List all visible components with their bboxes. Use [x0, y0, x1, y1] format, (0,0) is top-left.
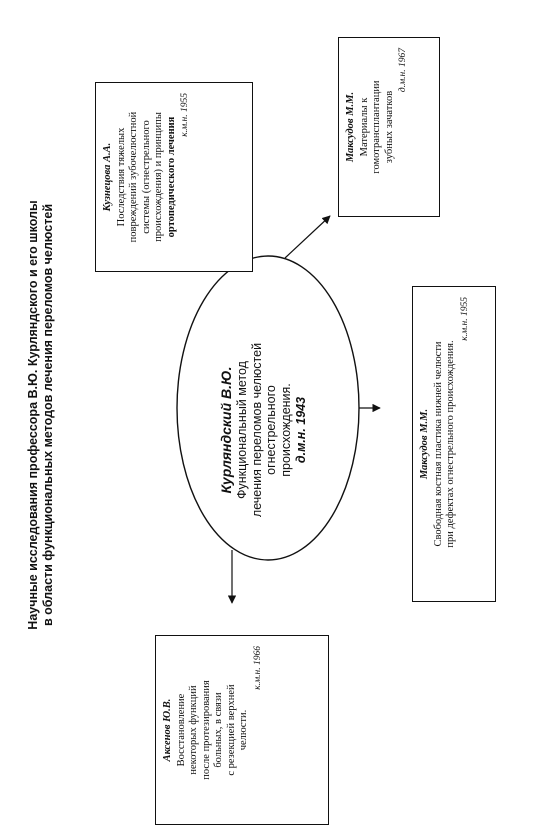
- box-aksenov-line-6: челюсти.: [238, 709, 249, 751]
- page-title-line-1: Научные исследования профессора В.Ю. Кур…: [26, 200, 40, 630]
- box-aksenov-line-4: больных, в связи: [213, 692, 224, 768]
- center-line-4: происхождения.: [278, 383, 293, 477]
- box-maksudov-transplant-author: Максудов М.М.: [345, 91, 356, 163]
- box-aksenov: Аксенов Ю.В. Восстановление некоторых фу…: [155, 635, 329, 825]
- arrow-to-maksudov-transplant: [284, 215, 331, 259]
- box-kuznetsova-line-5: ортопедического лечения: [165, 116, 177, 238]
- center-node: Курляндский В.Ю. Функциональный метод ле…: [218, 330, 318, 530]
- box-maksudov-plastic-author: Максудов М.М.: [419, 408, 430, 480]
- box-aksenov-line-5: с резекцией верхней: [225, 684, 237, 776]
- page-title: Научные исследования профессора В.Ю. Кур…: [26, 180, 60, 650]
- box-kuznetsova-line-4: происхождения) и принципы: [153, 112, 164, 242]
- page-title-line-2: в области функциональных методов лечения…: [41, 203, 55, 627]
- box-kuznetsova-line-1: Последствия тяжелых: [115, 127, 127, 227]
- box-maksudov-plastic: Максудов М.М. Свободная костная пластика…: [412, 286, 496, 602]
- box-maksudov-transplant-line-2: гомотрансплантации: [371, 80, 382, 174]
- center-author: Курляндский В.Ю.: [218, 366, 234, 494]
- box-kuznetsova-degree: к.м.н. 1955: [180, 93, 190, 137]
- center-line-3: огнестрельного: [264, 385, 278, 475]
- box-aksenov-author: Аксенов Ю.В.: [162, 698, 173, 762]
- box-maksudov-plastic-line-2: при дефектах огнестрельного происхождени…: [445, 340, 456, 548]
- box-maksudov-transplant: Максудов М.М. Материалы к гомотрансплант…: [338, 37, 440, 217]
- box-maksudov-transplant-line-3: зубных зачатков: [383, 90, 395, 164]
- center-line-1: Функциональный метод: [235, 361, 249, 499]
- box-aksenov-degree: к.м.н. 1966: [252, 646, 263, 690]
- box-maksudov-transplant-line-1: Материалы к: [358, 97, 370, 157]
- box-maksudov-plastic-line-1: Свободная костная пластика нижней челюст…: [432, 341, 444, 547]
- box-kuznetsova-line-3: системы (огнестрельного: [140, 120, 152, 234]
- center-line-2: лечения переломов челюстей: [249, 342, 264, 518]
- box-kuznetsova-author: Кузнецова А.А.: [102, 142, 113, 212]
- box-aksenov-line-1: Восстановление: [175, 693, 187, 767]
- box-maksudov-transplant-degree: д.м.н. 1967: [398, 48, 408, 93]
- box-aksenov-line-2: некоторых функций: [188, 685, 199, 775]
- box-kuznetsova: Кузнецова А.А. Последствия тяжелых повре…: [95, 82, 253, 272]
- box-kuznetsova-line-2: повреждений зубочелюстной: [128, 111, 139, 243]
- box-maksudov-plastic-degree: к.м.н. 1955: [459, 297, 470, 341]
- center-degree: д.м.н. 1943: [294, 396, 308, 464]
- box-aksenov-line-3: после протезирования: [200, 680, 212, 780]
